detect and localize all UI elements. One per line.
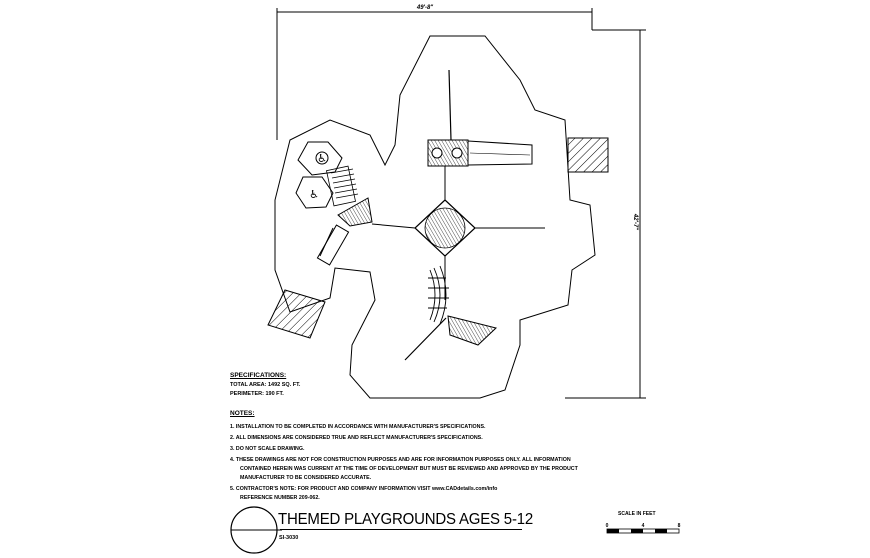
note-5: 5. CONTRACTOR'S NOTE: FOR PRODUCT AND CO…: [230, 486, 498, 492]
central-platform-texture: [424, 207, 466, 249]
drawing-title: THEMED PLAYGROUNDS AGES 5-12: [278, 510, 534, 529]
hatched-pad-left: [267, 289, 326, 339]
scale-tick-0: 0: [606, 523, 609, 529]
lower-pole: [404, 317, 447, 361]
accessible-area-upper: ♿: [297, 141, 343, 176]
dimension-lines: [276, 8, 646, 399]
note-2: 2. ALL DIMENSIONS ARE CONSIDERED TRUE AN…: [230, 435, 483, 441]
width-dimension-label: 49'-8": [416, 5, 433, 11]
perimeter-text: PERIMETER: 190 FT.: [230, 391, 284, 397]
svg-text:♿: ♿: [317, 152, 327, 165]
scale-label: SCALE IN FEET: [618, 511, 656, 517]
specifications-heading: SPECIFICATIONS:: [230, 372, 287, 379]
note-1: 1. INSTALLATION TO BE COMPLETED IN ACCOR…: [230, 424, 486, 430]
reference-number: REFERENCE NUMBER 209-062.: [240, 495, 320, 501]
total-area-text: TOTAL AREA: 1492 SQ. FT.: [230, 382, 301, 388]
scale-bar: 0 4 8: [606, 523, 681, 534]
accessible-area-lower: ♿: [295, 176, 334, 209]
title-block-symbol: [230, 506, 282, 554]
top-slide: [467, 140, 533, 166]
note-3: 3. DO NOT SCALE DRAWING.: [230, 446, 305, 452]
left-slide: [316, 224, 350, 266]
notes-heading: NOTES:: [230, 410, 255, 417]
hatched-pad-right: [567, 137, 609, 173]
note-4: 4. THESE DRAWINGS ARE NOT FOR CONSTRUCTI…: [230, 457, 571, 463]
height-dimension-label: 42'-7": [632, 213, 638, 230]
lower-deck: [447, 315, 498, 346]
height-dimension-text: 42'-7": [632, 213, 638, 230]
scale-tick-8: 8: [678, 523, 681, 529]
safety-surface-outline: [274, 35, 596, 399]
svg-text:♿: ♿: [309, 188, 319, 201]
top-slide-centerline: [469, 152, 531, 156]
width-dimension-text: 49'-8": [416, 5, 433, 11]
title-underline: [280, 529, 522, 530]
transfer-steps: [326, 165, 359, 207]
top-pole: [448, 69, 452, 141]
sheet-number: SI-3030: [279, 535, 299, 541]
left-deck: [337, 197, 373, 227]
note-4-continued: CONTAINED HEREIN WAS CURRENT AT THE TIME…: [240, 466, 578, 472]
climbing-dome: [428, 265, 449, 325]
note-4-continued-2: MANUFACTURER TO BE CONSIDERED ACCURATE.: [240, 475, 372, 481]
top-tower: [427, 139, 469, 167]
scale-tick-4: 4: [642, 523, 645, 529]
